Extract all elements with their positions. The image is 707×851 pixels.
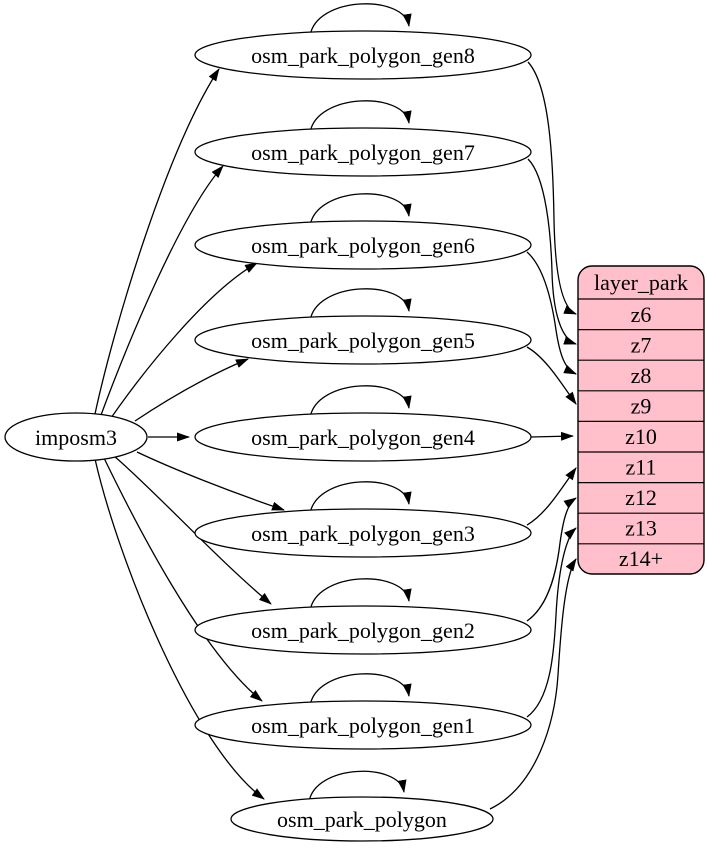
node-imposm3: imposm3 (4, 412, 148, 462)
table-row-z6: z6 (631, 302, 652, 327)
node-osm_park_polygon-shape (230, 796, 494, 842)
node-osm_park_polygon_gen5: osm_park_polygon_gen5 (194, 315, 532, 365)
node-osm_park_polygon_gen3: osm_park_polygon_gen3 (194, 508, 532, 558)
edge-osm_park_polygon_gen4-to-z10 (530, 431, 574, 441)
self-loop-osm_park_polygon (308, 770, 407, 803)
edge-imposm3-to-osm_park_polygon_gen2 (113, 455, 272, 605)
edge-imposm3-to-osm_park_polygon_gen6 (110, 262, 258, 419)
node-osm_park_polygon_gen8: osm_park_polygon_gen8 (194, 30, 532, 80)
node-imposm3-shape (4, 412, 148, 462)
table-row-z13: z13 (625, 516, 657, 541)
table-row-z11: z11 (626, 455, 657, 480)
edge-osm_park_polygon_gen5-to-z9 (526, 346, 577, 405)
self-loop-osm_park_polygon_gen6 (309, 193, 412, 227)
node-osm_park_polygon_gen4: osm_park_polygon_gen4 (194, 412, 532, 462)
edges-from-source (94, 68, 285, 800)
edge-osm_park_polygon_gen6-to-z8 (526, 251, 577, 375)
edge-imposm3-to-osm_park_polygon_gen5 (134, 358, 249, 422)
edge-imposm3-to-osm_park_polygon_gen1 (103, 457, 263, 702)
node-imposm3-label: imposm3 (35, 425, 117, 450)
table-row-z10: z10 (625, 424, 657, 449)
self-loop-osm_park_polygon_gen1 (309, 673, 412, 707)
node-osm_park_polygon_gen2-shape (194, 605, 532, 655)
table-layer_park: layer_park z6 z7 z8 z9 z10 z11 z12 z13 z… (577, 265, 705, 575)
node-osm_park_polygon: osm_park_polygon (230, 796, 494, 842)
edge-osm_park_polygon_gen1-to-z13 (526, 527, 577, 718)
self-loop-osm_park_polygon_gen8 (309, 3, 412, 37)
edge-osm_park_polygon_gen7-to-z7 (527, 158, 577, 345)
node-osm_park_polygon_gen1: osm_park_polygon_gen1 (194, 700, 532, 750)
self-loop-osm_park_polygon_gen5 (309, 288, 412, 322)
node-osm_park_polygon_gen4-shape (194, 412, 532, 462)
node-osm_park_polygon-label: osm_park_polygon (277, 807, 447, 832)
self-loop-edges (308, 3, 412, 803)
node-osm_park_polygon_gen1-label: osm_park_polygon_gen1 (251, 713, 475, 738)
self-loop-osm_park_polygon_gen7 (309, 100, 412, 134)
node-osm_park_polygon_gen8-label: osm_park_polygon_gen8 (251, 43, 475, 68)
node-osm_park_polygon_gen4-label: osm_park_polygon_gen4 (251, 425, 475, 450)
edge-imposm3-to-osm_park_polygon_gen3 (136, 451, 285, 511)
node-osm_park_polygon_gen2-label: osm_park_polygon_gen2 (251, 618, 475, 643)
node-osm_park_polygon_gen1-shape (194, 700, 532, 750)
table-row-z8: z8 (631, 363, 652, 388)
node-osm_park_polygon_gen6: osm_park_polygon_gen6 (194, 220, 532, 270)
table-row-z12: z12 (625, 485, 657, 510)
table-row-z14plus: z14+ (619, 546, 663, 571)
self-loop-osm_park_polygon_gen2 (309, 578, 412, 612)
node-osm_park_polygon_gen7-label: osm_park_polygon_gen7 (251, 140, 475, 165)
edge-imposm3-to-osm_park_polygon_gen7 (100, 165, 224, 416)
node-osm_park_polygon_gen3-shape (194, 508, 532, 558)
node-osm_park_polygon_gen2: osm_park_polygon_gen2 (194, 605, 532, 655)
table-header-label: layer_park (594, 270, 688, 295)
node-osm_park_polygon_gen3-label: osm_park_polygon_gen3 (251, 521, 475, 546)
node-osm_park_polygon_gen7-shape (194, 127, 532, 177)
table-row-z7: z7 (631, 333, 652, 358)
table-layer_park-body (577, 265, 705, 575)
node-osm_park_polygon_gen7: osm_park_polygon_gen7 (194, 127, 532, 177)
edge-imposm3-to-osm_park_polygon (94, 458, 265, 800)
self-loop-osm_park_polygon_gen4 (309, 385, 412, 419)
node-osm_park_polygon_gen5-label: osm_park_polygon_gen5 (251, 328, 475, 353)
edge-imposm3-to-osm_park_polygon_gen8 (94, 68, 220, 415)
edges-to-layer-rows (489, 61, 577, 810)
edge-osm_park_polygon-to-z14plus (489, 558, 577, 810)
node-osm_park_polygon_gen6-label: osm_park_polygon_gen6 (251, 233, 475, 258)
edge-osm_park_polygon_gen2-to-z12 (526, 497, 577, 622)
node-osm_park_polygon_gen5-shape (194, 315, 532, 365)
node-osm_park_polygon_gen6-shape (194, 220, 532, 270)
node-osm_park_polygon_gen8-shape (194, 30, 532, 80)
table-row-z9: z9 (631, 394, 652, 419)
edge-osm_park_polygon_gen3-to-z11 (526, 467, 577, 526)
self-loop-osm_park_polygon_gen3 (309, 481, 412, 515)
edge-osm_park_polygon_gen8-to-z6 (527, 61, 577, 315)
